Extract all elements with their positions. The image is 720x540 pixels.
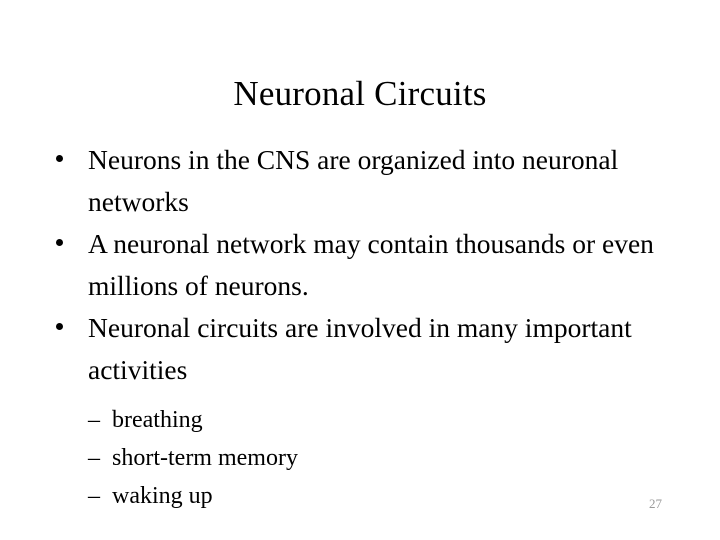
list-item: Neuronal circuits are involved in many i… [52, 307, 664, 391]
list-item: Neurons in the CNS are organized into ne… [52, 139, 664, 223]
page-number: 27 [649, 496, 662, 511]
sub-bullet-text: short-term memory [112, 445, 298, 471]
sub-list-item: – waking up [88, 477, 664, 515]
sub-list-item: – breathing [88, 401, 664, 439]
bullet-dot-icon [56, 323, 63, 330]
sub-bullet-text: breathing [112, 407, 203, 433]
sub-list-item: – short-term memory [88, 439, 664, 477]
list-item: A neuronal network may contain thousands… [52, 223, 664, 307]
dash-marker-icon: – [88, 407, 100, 433]
dash-marker-icon: – [88, 483, 100, 509]
sub-bullet-list: – breathing – short-term memory – waking… [52, 401, 664, 515]
bullet-text: A neuronal network may contain thousands… [88, 228, 654, 301]
page-title: Neuronal Circuits [233, 74, 487, 113]
bullet-dot-icon [56, 239, 63, 246]
bullet-dot-icon [56, 155, 63, 162]
bullet-text: Neuronal circuits are involved in many i… [88, 312, 632, 385]
sub-bullet-text: waking up [112, 483, 213, 509]
dash-marker-icon: – [88, 445, 100, 471]
slide-body: Neurons in the CNS are organized into ne… [52, 139, 664, 515]
bullet-list: Neurons in the CNS are organized into ne… [52, 139, 664, 391]
bullet-text: Neurons in the CNS are organized into ne… [88, 144, 619, 217]
